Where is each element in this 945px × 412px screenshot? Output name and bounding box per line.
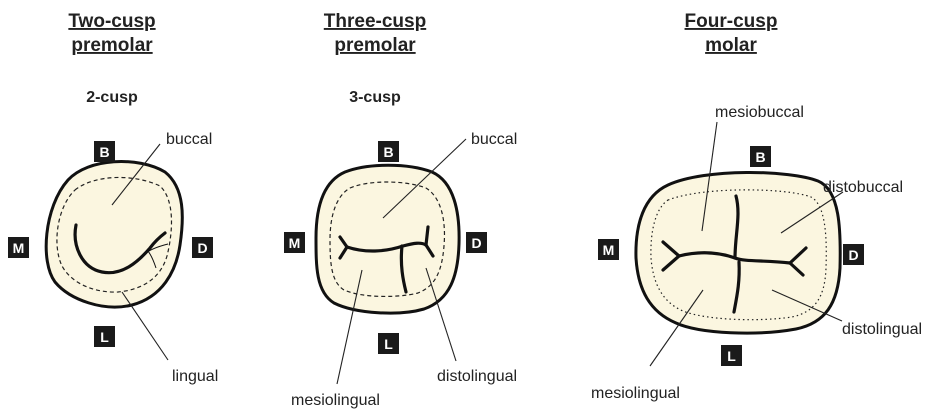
cusp-ridge-outline [650,189,827,321]
groove-branch [424,225,430,247]
svg-text:D: D [848,247,858,263]
groove-branch [338,245,349,260]
label-mesiolingual: mesiolingual [291,392,380,409]
svg-text:L: L [100,329,109,345]
leader-line [771,289,843,322]
label-mesiolingual: mesiolingual [591,385,680,402]
svg-text:B: B [383,144,393,160]
leader-line [425,267,457,362]
svg-text:B: B [99,144,109,160]
svg-text:M: M [603,242,615,258]
diagram-title-line1: Two-cusp [68,11,155,32]
label-distolingual: distolingual [842,321,922,338]
svg-text:D: D [471,235,481,251]
diagram-subtitle: 2-cusp [86,89,138,106]
diagram-title-line1: Four-cusp [685,11,778,32]
diagram-title-line2: molar [705,35,757,56]
groove-branch [661,254,681,272]
two-cusp-premolar-diagram: Two-cusp premolar 2-cusp B M D L buccal … [8,11,218,385]
surface-box-d: D [843,244,864,265]
svg-text:L: L [384,336,393,352]
groove-branch [146,249,157,269]
cusp-ridge-outline [329,181,446,298]
groove-branch [788,261,805,277]
label-buccal: buccal [471,131,517,148]
lingual-groove [399,244,408,294]
groove-branch [141,243,169,257]
surface-box-l: L [378,333,399,354]
buccal-groove [733,194,740,260]
surface-box-b: B [750,146,771,167]
leader-line [701,121,718,232]
central-groove [73,223,167,275]
leader-line [336,269,363,385]
groove-branch [788,246,808,265]
svg-text:L: L [727,348,736,364]
three-cusp-premolar-diagram: Three-cusp premolar 3-cusp B M D L bucca… [284,11,517,409]
svg-text:B: B [755,149,765,165]
cusp-ridge-outline [56,176,173,293]
tooth-crown-outline [44,160,184,309]
diagram-title-line2: premolar [334,35,416,56]
label-buccal: buccal [166,131,212,148]
groove-branch [338,235,349,249]
leader-line [780,191,844,234]
tooth-crown-outline [634,171,842,335]
surface-box-l: L [721,345,742,366]
svg-text:D: D [197,240,207,256]
label-mesiobuccal: mesiobuccal [715,104,804,121]
surface-box-b: B [94,141,115,162]
surface-box-m: M [8,237,29,258]
diagram-title-line2: premolar [71,35,153,56]
diagram-subtitle: 3-cusp [349,89,401,106]
tooth-crown-outline [314,163,461,315]
four-cusp-molar-diagram: Four-cusp molar B M D L mesiobuccal di [591,11,922,402]
label-distobuccal: distobuccal [823,179,903,196]
groove-branch [661,240,681,258]
surface-box-d: D [466,232,487,253]
label-distolingual: distolingual [437,368,517,385]
diagram-title-line1: Three-cusp [324,11,426,32]
label-lingual: lingual [172,368,218,385]
leader-line [649,289,704,367]
surface-box-d: D [192,237,213,258]
surface-box-m: M [284,232,305,253]
leader-line [111,143,161,206]
surface-box-l: L [94,326,115,347]
groove-branch [424,243,435,258]
lingual-groove [732,260,741,314]
leader-line [382,138,467,219]
surface-box-b: B [378,141,399,162]
svg-text:M: M [13,240,25,256]
leader-line [121,291,169,361]
svg-text:M: M [289,235,301,251]
surface-box-m: M [598,239,619,260]
